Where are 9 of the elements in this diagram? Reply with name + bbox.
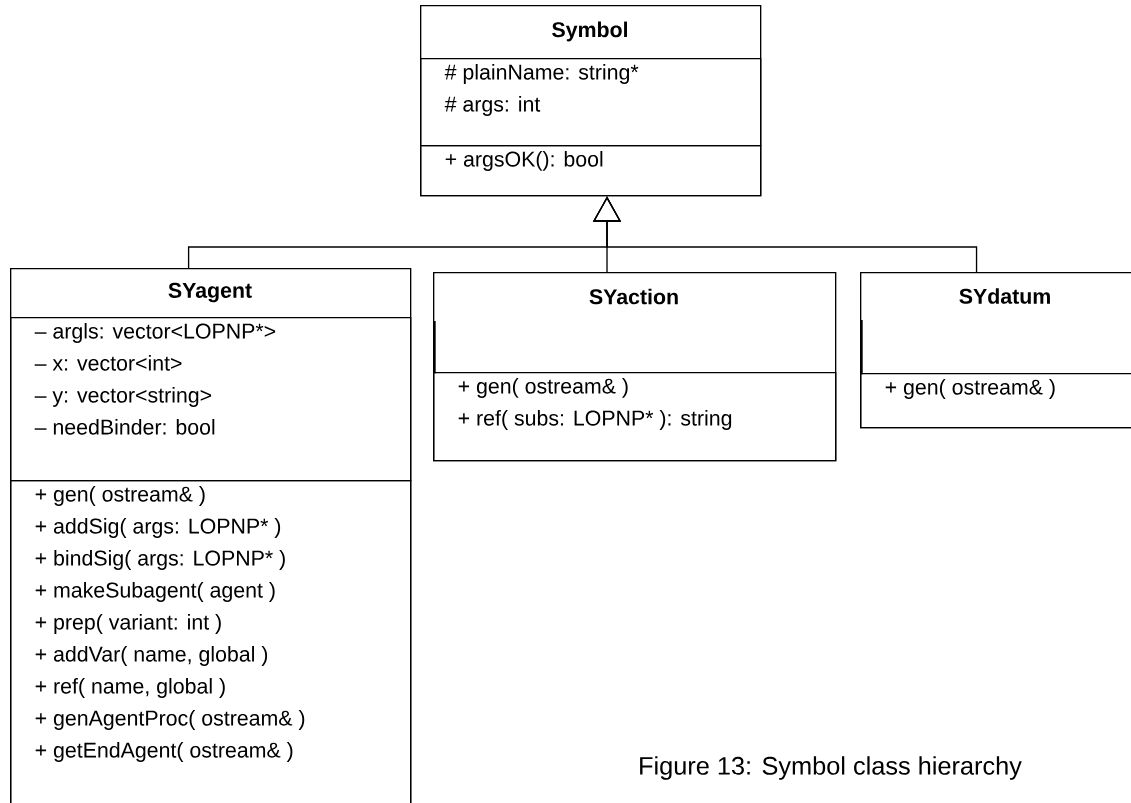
figure-caption: Figure 13: Symbol class hierarchy — [640, 756, 1022, 780]
compartment: + gen( ostream& ) + addSig( args: LOPNP* ) + bindSig( args: LOPNP* ) + makeSubagent( agent ) + prep( variant: int ) + addVar( name, global ) + ref( name, global ) + genAgentProc( ostream& ) + getEndAgent( ostream& ) — [10, 480, 412, 803]
compartment: + gen( ostream& ) + ref( subs: LOPNP* ): string — [433, 372, 837, 462]
empty-compartment — [433, 321, 436, 374]
compartment: – argls: vector<LOPNP*> – x: vector<int> – y: vector<string> – needBinder: bool — [10, 317, 412, 482]
compartment: + argsOK(): bool — [420, 145, 762, 197]
compartment: + gen( ostream& ) — [860, 373, 1131, 429]
empty-compartment — [860, 320, 863, 375]
compartment: # plainName: string* # args: int — [420, 58, 762, 147]
